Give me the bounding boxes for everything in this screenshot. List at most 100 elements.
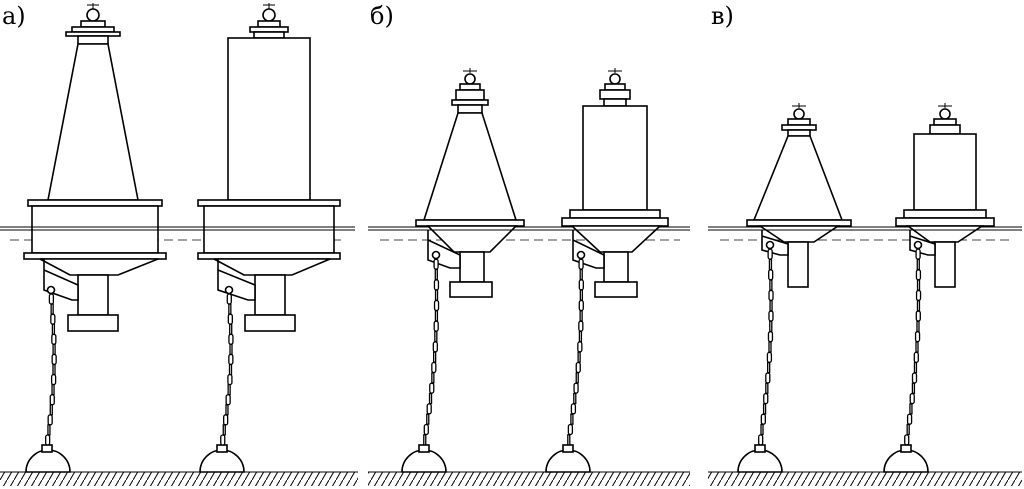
chain-link [570,403,577,415]
chain-link [578,279,584,291]
chain-link [223,414,229,426]
chain-link [913,361,918,374]
chain-link [220,434,226,446]
chain-link [577,341,583,353]
conical-buoy-a [23,3,167,332]
mooring-chain-a2 [220,293,234,446]
chain-link [911,372,918,384]
chain-link [916,279,921,291]
cylindrical-buoy-a [197,3,341,332]
sinker-b2 [545,449,591,473]
chain-link [433,279,440,291]
chain-link [914,331,921,343]
sinker-v1 [737,449,783,473]
chain-link [434,330,438,343]
chain-link [573,392,577,405]
chain-link [575,361,581,374]
cone-body-b1 [422,112,518,221]
chain-link [567,423,574,436]
chain-link [911,382,916,394]
chain-link [768,289,774,302]
panel-label-v: в) [711,2,734,30]
chain-link [575,372,579,384]
cone-body-a1 [47,43,139,201]
mooring-chain-v2 [904,248,922,446]
panel-b [368,68,690,486]
chain-link [228,353,234,366]
chain-link [433,299,440,312]
counterweight-b1 [449,281,493,298]
top-mark-v1 [781,103,817,137]
chain-link [916,320,920,333]
chain-link [573,382,579,394]
chain-link [228,363,233,376]
chain-link [227,373,233,386]
top-mark-a1 [65,3,121,45]
cylinder-body-a2 [227,37,311,201]
chain-link [226,293,232,305]
chain-link [423,423,429,436]
counterweight-b2 [594,281,638,298]
chain-link [763,392,769,405]
chain-link [913,351,919,363]
panel-label-b: б) [370,2,394,30]
seabed-v [708,471,1022,486]
chain-link [225,404,229,416]
chain-link [915,341,919,353]
chain-link [768,258,773,271]
chain-link [577,351,581,363]
chain-link [578,320,584,332]
counterweight-tube-a2 [254,274,286,316]
cone-body-v1 [752,135,844,221]
chain-link [50,373,57,386]
seabed-a [0,471,358,486]
chain-link [768,341,772,353]
chain-link [45,434,51,446]
chain-link [228,303,232,315]
cylinder-body-b2 [582,105,648,211]
chain-link [52,363,56,376]
panel-label-a: а) [2,2,26,30]
chain-link [433,258,439,270]
chain-link [52,343,56,356]
chain-link [423,434,427,446]
chain-link [426,413,430,425]
chain-link [758,434,764,446]
chain-link [909,403,913,415]
chain-link [769,320,773,333]
sinker-v2 [883,449,929,473]
chain-link [48,293,55,305]
chain-link [906,413,913,425]
chain-link [51,353,57,366]
chain-link [228,333,234,345]
chain-link [47,414,53,426]
chain-link [429,382,435,394]
conical-buoy-b [415,68,525,298]
chain-link [765,382,769,394]
chain-link [578,258,584,270]
chain-link [434,268,438,281]
chain-link [915,269,922,281]
chain-link [49,404,53,416]
keel-tube-v1 [787,241,809,288]
panel-v [708,103,1022,486]
chain-link [49,394,55,406]
seabed-b [368,471,690,486]
chain-link [765,372,771,384]
mooring-chain-v1 [758,248,774,446]
chain-link [769,300,773,312]
conical-buoy-v [746,103,852,288]
chain-link [578,299,584,312]
chain-link [434,310,439,322]
keel-tube-v2 [934,241,956,288]
mooring-chain-b2 [567,258,584,446]
top-mark-b1 [451,68,489,114]
chain-link [433,320,439,332]
cylindrical-buoy-b [561,68,669,298]
mooring-chain-b1 [423,258,440,446]
chain-link [51,323,56,335]
chain-link [227,383,231,396]
chain-link [579,289,583,301]
